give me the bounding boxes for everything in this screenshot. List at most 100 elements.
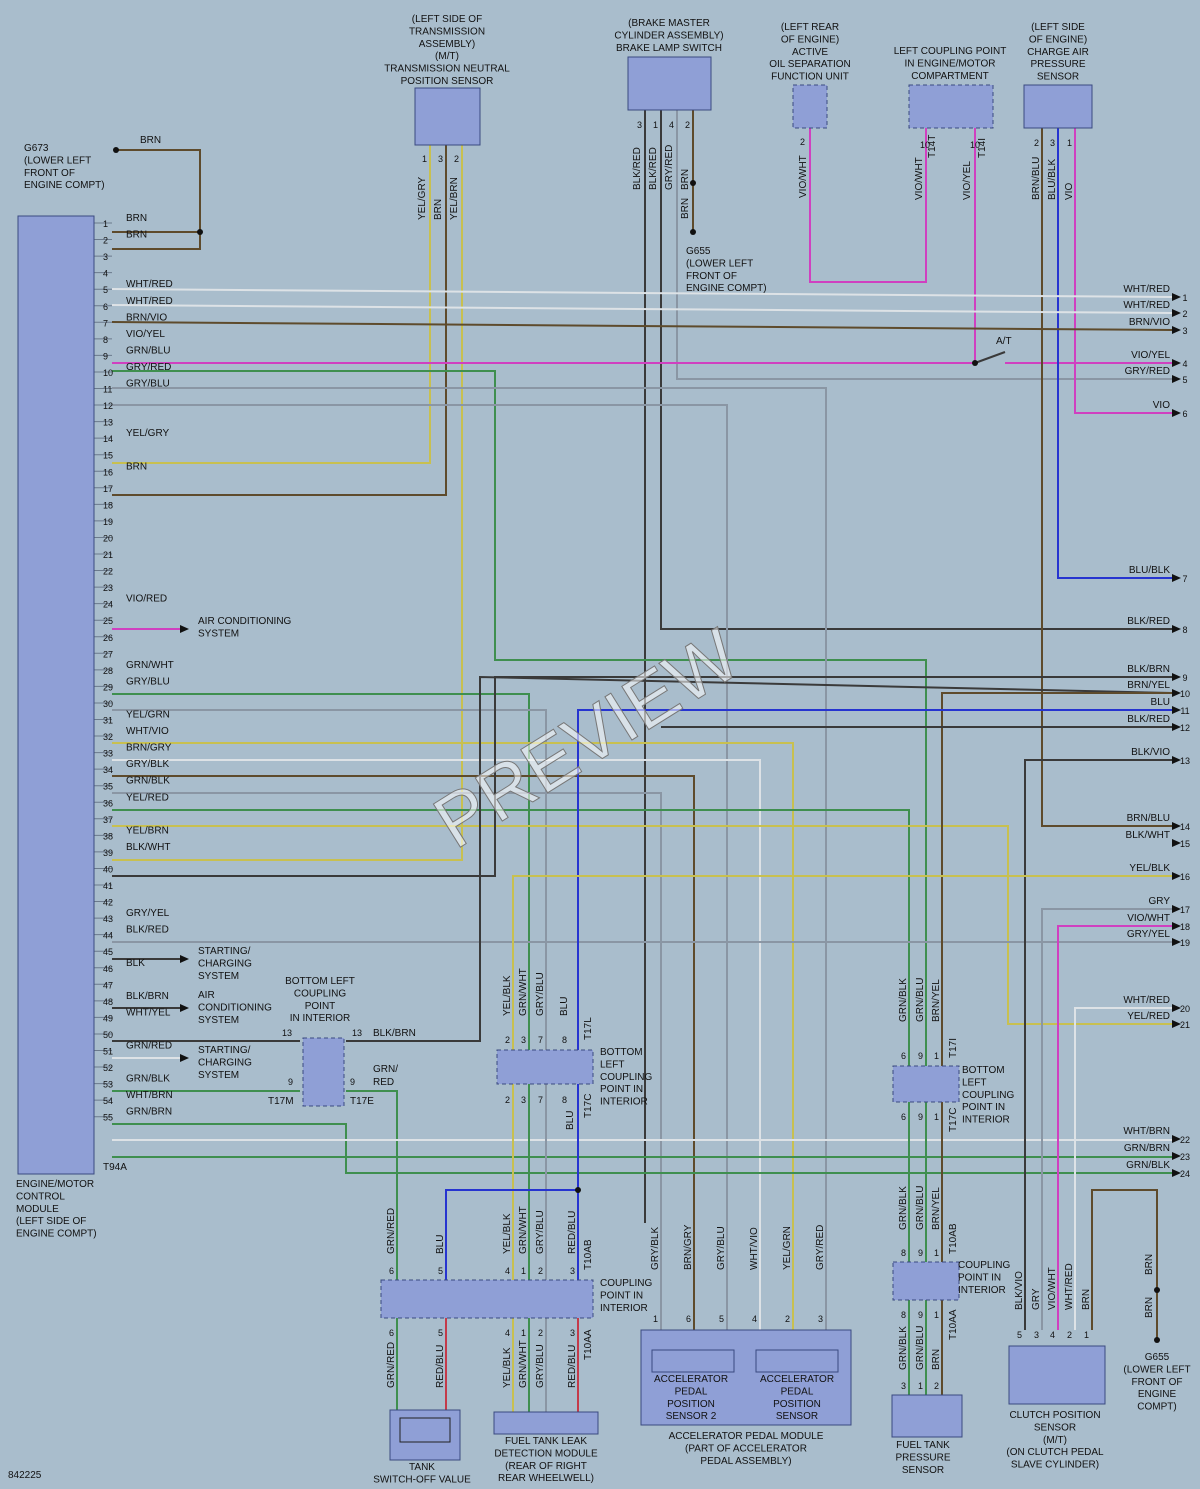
ac-dest: SYSTEM [198,628,239,639]
bl3-bot-pin: 6 [901,1112,906,1122]
bl1-label: BOTTOM LEFT [285,976,355,987]
cp1-label: POINT IN [600,1290,643,1301]
ref-arrow [1172,872,1181,880]
ecm-pin-wire: GRY/BLU [126,379,170,390]
ecm-pin-wire: WHT/YEL [126,1007,171,1018]
ref-number: 5 [1182,375,1187,385]
bl2-bot-pin: 7 [538,1095,543,1105]
wire [111,321,1173,331]
wire [941,692,1172,1066]
ecm-pin-number: 7 [103,318,108,328]
wire [1057,128,1172,579]
brake-wire: GRY/RED [664,145,675,190]
bl2-label: LEFT [600,1059,624,1070]
coupling-wire: VIO/WHT [914,157,925,200]
bl3-label: COUPLING [962,1090,1014,1101]
ecm-pin-wire: BRN [126,230,147,241]
wire [112,370,927,1066]
bl1-wire: BLK/BRN [373,1028,416,1039]
bl1-pin: 9 [288,1077,293,1087]
bl2-label: INTERIOR [600,1097,648,1108]
tns-label: (M/T) [435,51,459,62]
charge-air-box [1023,84,1093,129]
apm-pin: 2 [785,1314,790,1324]
ref-wire: BRN/YEL [1127,680,1170,691]
ref-number: 7 [1182,574,1187,584]
figure-id: 842225 [8,1470,42,1481]
cp2-top-wire: GRN/BLK [898,1186,909,1230]
ecm-pin-number: 5 [103,285,108,295]
bl2-label: BOTTOM [600,1047,643,1058]
ecm-pin-number: 16 [103,467,113,477]
g655-top-label: ENGINE COMPT) [686,283,767,294]
tns-label: (LEFT SIDE OF [412,14,482,25]
cp1-label: INTERIOR [600,1303,648,1314]
ftp-box [891,1394,963,1438]
g673-label: ENGINE COMPT) [24,180,105,191]
ref-arrow [1172,625,1181,633]
apm-s1-label: SENSOR [776,1411,818,1422]
bl1-wire: RED [373,1077,394,1088]
ecm-pin-number: 2 [103,236,108,246]
brake-wire: BLK/RED [632,147,643,190]
bl2-bot-pin: 8 [562,1095,567,1105]
ecm-pin-number: 54 [103,1096,113,1106]
ref-wire: GRY [1149,896,1171,907]
left-coupling-label: COMPARTMENT [911,71,988,82]
ecm-pin-number: 47 [103,980,113,990]
wire [445,1084,579,1280]
ecm-pin-number: 27 [103,649,113,659]
bl2-top-pin: 7 [538,1035,543,1045]
bl3-top-pin: 6 [901,1051,906,1061]
ref-number: 2 [1182,309,1187,319]
bl3-top-wire: GRN/BLU [915,978,926,1022]
wire [112,1123,1172,1174]
bl2-top-pin: 8 [562,1035,567,1045]
ref-wire: VIO/YEL [1131,350,1170,361]
ref-number: 16 [1180,872,1190,882]
cp1-top-wire: GRY/BLU [535,1210,546,1254]
charge-wire: BRN/BLU [1031,157,1042,200]
bl3-label: POINT IN [962,1102,1005,1113]
sc2-dest: SYSTEM [198,1070,239,1081]
bl3-label: BOTTOM [962,1065,1005,1076]
wire [112,145,431,464]
brake-pin: 1 [653,120,658,130]
bl3-bot-pin: 9 [918,1112,923,1122]
bl2-conn: T17L [583,1017,594,1040]
ecm-pin-wire: VIO/YEL [126,329,165,340]
g673-label: (LOWER LEFT [24,155,91,166]
tns-wire: YEL/BRN [449,177,460,220]
bl2-top-wire: GRN/WHT [518,968,529,1016]
brake-box [627,56,712,111]
coupling-conn: T14I [977,138,988,158]
bl3-conn: T17C [948,1108,959,1132]
ref-arrow [1172,756,1181,764]
ecm-pin-number: 45 [103,947,113,957]
bl1-pin: 13 [352,1028,362,1038]
cp2-top-pin: 8 [901,1248,906,1258]
splice-dot [690,180,696,186]
tank-valve-symbol [399,1417,451,1443]
cp1-label: COUPLING [600,1278,652,1289]
bl3-label: LEFT [962,1077,986,1088]
left-coupling-box [908,84,994,129]
ref-arrow [1172,375,1181,383]
wire [1057,925,1172,1330]
splice-dot [1154,1337,1160,1343]
wire [1041,908,1172,1330]
ecm-box [17,215,95,1175]
ecm-pin-number: 48 [103,997,113,1007]
ref-wire: BLK/RED [1127,616,1170,627]
ecm-pin-wire: YEL/GRN [126,710,170,721]
ref-arrow [1172,938,1181,946]
ecm-pin-wire: BRN/VIO [126,312,167,323]
cp2-label: INTERIOR [958,1285,1006,1296]
charge-wire: VIO [1064,183,1075,200]
brake-wire: BRN [680,169,691,190]
apm-pin: 5 [719,1314,724,1324]
oil-sep-label: OF ENGINE) [781,34,839,45]
apm-wire: GRY/BLU [716,1226,727,1270]
bl2-top-wire: GRY/BLU [535,972,546,1016]
